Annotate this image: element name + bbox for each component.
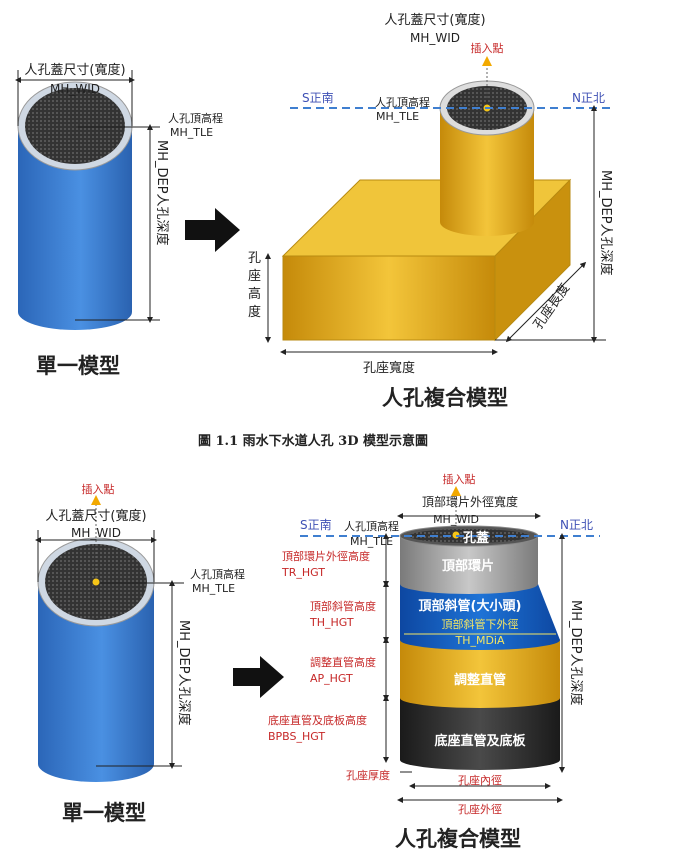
fig1-composite-model: 插入點 人孔蓋尺寸(寬度) MH_WID S正南 N正北 人孔頂高程 MH_TL…	[248, 12, 614, 410]
fig2-seg-base: 底座直管及底板	[434, 733, 526, 749]
fig2-left-tle-label: 人孔頂高程	[190, 567, 245, 581]
fig2-right-title: 人孔複合模型	[395, 827, 521, 851]
fig2-south: S正南	[300, 517, 332, 532]
fig2-inner-dia: 孔座內徑	[458, 773, 502, 787]
fig1-caption: 圖 1.1 雨水下水道人孔 3D 模型示意圖	[198, 433, 428, 449]
fig2-bpbs-label: 底座直管及底板高度	[268, 713, 367, 727]
fig1-arrow-icon	[185, 208, 240, 252]
fig2-right-tle-label: 人孔頂高程	[344, 519, 399, 533]
fig1-right-tle-label: 人孔頂高程	[375, 95, 430, 109]
fig1-left-title: 單一模型	[36, 354, 120, 378]
fig2-left-insert-point: 插入點	[82, 482, 115, 496]
fig2-arrow-icon	[233, 656, 284, 698]
fig2-outer-dia: 孔座外徑	[458, 802, 502, 816]
figure2: 插入點 人孔蓋尺寸(寬度) MH_WID 人孔頂高程 MH_TLE MH_DEP…	[35, 472, 600, 851]
fig1-right-title: 人孔複合模型	[382, 386, 508, 410]
fig2-right-tle-code: MH_TLE	[350, 535, 393, 548]
fig2-th-label: 頂部斜管高度	[310, 599, 376, 613]
fig1-north: N正北	[572, 91, 605, 105]
fig2-bpbs-code: BPBS_HGT	[268, 730, 325, 743]
fig1-left-dep-label: MH_DEP人孔深度	[154, 140, 170, 246]
fig2-top-ring-width-label: 頂部環片外徑寬度	[422, 494, 518, 509]
fig1-insert-point: 插入點	[471, 41, 504, 55]
fig2-seg-top-ring: 頂部環片	[442, 558, 494, 574]
fig1-right-tle-code: MH_TLE	[376, 110, 419, 123]
fig1-single-model: 人孔蓋尺寸(寬度) MH_WID 人孔頂高程 MH_TLE MH_DEP人孔深度…	[15, 62, 223, 378]
fig2-left-wid-label: 人孔蓋尺寸(寬度)	[45, 508, 146, 524]
fig2-top-ring-width-code: MH_WID	[433, 513, 479, 526]
fig1-seat-width: 孔座寬度	[363, 360, 415, 376]
fig2-ap-code: AP_HGT	[310, 672, 353, 685]
fig1-left-tle-code: MH_TLE	[170, 126, 213, 139]
fig1-right-dep-label: MH_DEP人孔深度	[598, 170, 614, 276]
fig2-seg-taper-dia-code: TH_MDiA	[454, 634, 505, 647]
fig1-right-wid-code: MH_WID	[410, 31, 460, 45]
fig2-left-wid-code: MH_WID	[71, 526, 121, 540]
fig1-seat-height: 孔座高度	[248, 251, 261, 320]
fig2-seg-taper: 頂部斜管(大小頭)	[419, 598, 522, 614]
fig1-left-wid-label: 人孔蓋尺寸(寬度)	[24, 62, 125, 78]
fig1-left-tle-label: 人孔頂高程	[168, 111, 223, 125]
fig2-tr-code: TR_HGT	[281, 566, 325, 579]
figure1: 人孔蓋尺寸(寬度) MH_WID 人孔頂高程 MH_TLE MH_DEP人孔深度…	[15, 12, 614, 449]
fig2-ap-label: 調整直管高度	[310, 655, 376, 669]
fig2-lid: 孔蓋	[463, 530, 489, 546]
fig2-composite-model: 插入點 頂部環片外徑寬度 MH_WID S正南 N正北 人孔頂高程 MH_TLE…	[268, 472, 600, 851]
fig1-left-wid-code: MH_WID	[50, 82, 100, 96]
fig2-right-insert-point: 插入點	[443, 472, 476, 486]
fig1-right-wid-label: 人孔蓋尺寸(寬度)	[384, 12, 485, 28]
fig2-left-tle-code: MH_TLE	[192, 582, 235, 595]
fig2-th-code: TH_HGT	[309, 616, 354, 629]
fig1-south: S正南	[302, 90, 334, 105]
fig2-seat-thickness: 孔座厚度	[346, 768, 390, 782]
fig2-right-dep-label: MH_DEP人孔深度	[568, 600, 584, 706]
fig2-seg-taper-dia-label: 頂部斜管下外徑	[442, 617, 519, 631]
fig2-left-dep-label: MH_DEP人孔深度	[176, 620, 192, 726]
fig2-single-model: 插入點 人孔蓋尺寸(寬度) MH_WID 人孔頂高程 MH_TLE MH_DEP…	[35, 482, 245, 825]
fig2-tr-label: 頂部環片外徑高度	[282, 549, 370, 563]
fig2-seg-adjust: 調整直管	[454, 672, 506, 688]
fig2-north: N正北	[560, 518, 593, 532]
fig2-left-title: 單一模型	[62, 801, 146, 825]
